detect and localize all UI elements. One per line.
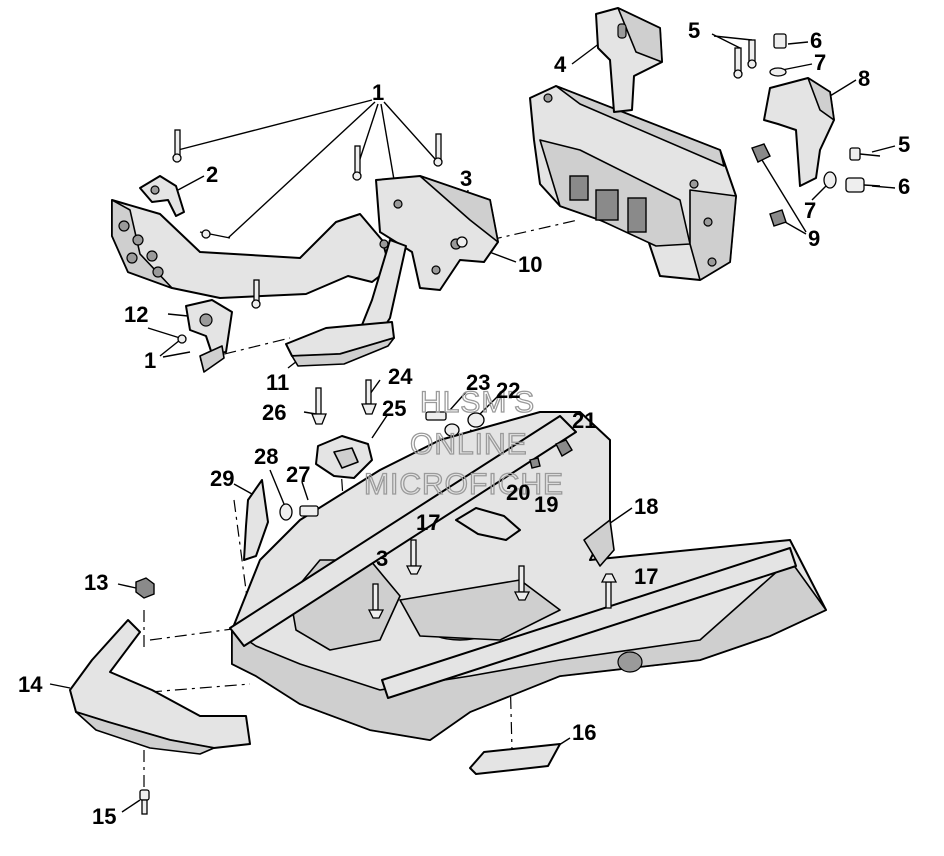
upper-fasteners [733,33,787,79]
callout-23: 23 [466,370,490,395]
callout-11: 11 [266,370,289,395]
callout-3-lower: 3 [376,546,388,571]
bracket-part-25 [315,435,373,479]
callout-9: 9 [808,226,820,251]
callout-21: 21 [572,408,596,433]
callout-12: 12 [124,302,148,327]
rear-frame-section [529,85,737,281]
callout-17-right: 17 [634,564,658,589]
callout-5-upper: 5 [688,18,700,43]
callout-24: 24 [388,364,413,389]
crossmember-part-11 [285,321,395,367]
callout-7-upper: 7 [814,50,826,75]
callout-5-right: 5 [898,132,910,157]
watermark: HLSM'S ONLINE MICROFICHE [363,385,564,501]
callout-10: 10 [518,252,542,277]
front-frame-section [111,175,499,347]
fasteners-24-26 [311,379,377,425]
callout-27: 27 [286,462,310,487]
callout-8: 8 [858,66,870,91]
callout-16: 16 [572,720,596,745]
callout-14: 14 [18,672,43,697]
fasteners-21-22-23 [425,411,573,469]
callout-6-upper: 6 [810,28,822,53]
watermark-line-3: MICROFICHE [364,468,564,501]
plate-part-29 [243,479,269,561]
fasteners-3-17-19 [367,539,618,619]
callout-6-right: 6 [898,174,910,199]
frame-bolts [147,129,468,344]
bumper-part-14 [69,619,251,755]
plate-part-16 [469,743,561,775]
callout-13: 13 [84,570,108,595]
callout-numbers: 1 1 2 3 3 4 5 5 6 6 7 7 8 9 10 11 12 13 … [18,18,910,829]
callout-1-upper: 1 [372,80,384,105]
callout-25: 25 [382,396,406,421]
callout-26: 26 [262,400,286,425]
callout-4: 4 [554,52,567,77]
panel-part-20 [455,507,521,541]
callout-1-lower: 1 [144,348,156,373]
watermark-line-2: ONLINE [410,428,528,461]
fasteners-27-28 [279,503,319,521]
bracket-part-12 [185,299,233,373]
watermark-line-1: HLSM'S [420,386,535,419]
upper-bracket-part-4 [595,7,663,113]
callout-17-left: 17 [416,510,440,535]
callout-7-lower: 7 [804,198,816,223]
callout-19: 19 [534,492,558,517]
bracket-part-2 [139,175,185,217]
belly-pan [229,411,827,741]
callout-3-upper: 3 [460,166,472,191]
callout-29: 29 [210,466,234,491]
callout-18: 18 [634,494,658,519]
side-bracket-part-8 [751,77,881,227]
fasteners-13-15 [135,577,155,815]
callout-2: 2 [206,162,218,187]
callout-15: 15 [92,804,116,829]
callout-22: 22 [496,378,520,403]
callout-20: 20 [506,480,530,505]
callout-28: 28 [254,444,278,469]
